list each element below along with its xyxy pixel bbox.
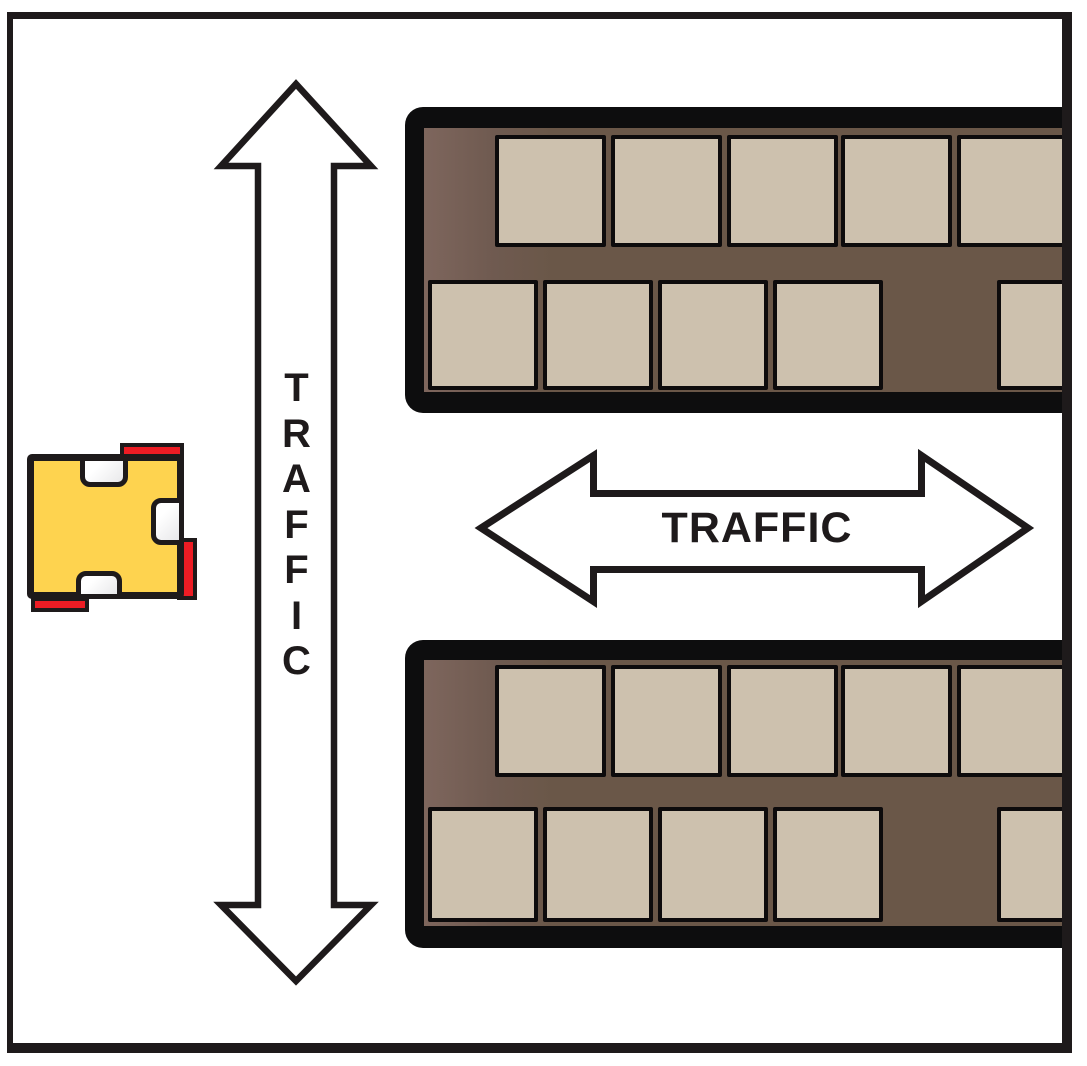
vertical-traffic-arrow bbox=[213, 79, 379, 986]
pallet-box bbox=[495, 665, 606, 777]
vertical-traffic-letter: T bbox=[284, 366, 309, 410]
pallet-box bbox=[997, 807, 1062, 922]
top-rack-floor bbox=[424, 128, 1062, 392]
vertical-traffic-letter: I bbox=[290, 593, 303, 638]
pallet-box bbox=[997, 280, 1062, 390]
forklift-top-view bbox=[23, 443, 203, 613]
horizontal-traffic-label: TRAFFIC bbox=[661, 504, 853, 552]
pallet-box bbox=[428, 280, 538, 390]
bottom-rack-floor bbox=[424, 660, 1062, 926]
pallet-box bbox=[658, 807, 768, 922]
vehicle-wheel-top bbox=[80, 456, 128, 487]
pallet-box bbox=[773, 280, 883, 390]
pallet-box bbox=[957, 135, 1062, 247]
pallet-box bbox=[957, 665, 1062, 777]
pallet-box bbox=[841, 665, 952, 777]
pallet-box bbox=[727, 135, 838, 247]
pallet-box bbox=[543, 280, 653, 390]
vertical-traffic-letter: A bbox=[282, 457, 311, 501]
pallet-box bbox=[727, 665, 838, 777]
vertical-traffic-letter: F bbox=[284, 502, 309, 547]
bottom-rack bbox=[405, 640, 1072, 948]
vehicle-red-bumper-bottom bbox=[31, 597, 89, 612]
horizontal-traffic-arrow bbox=[474, 448, 1035, 609]
vehicle-wheel-bottom bbox=[76, 571, 122, 599]
vertical-traffic-letter: R bbox=[282, 411, 311, 456]
pallet-box bbox=[495, 135, 606, 247]
pallet-box bbox=[543, 807, 653, 922]
pallet-box bbox=[428, 807, 538, 922]
top-rack bbox=[405, 107, 1072, 413]
vertical-traffic-letter: F bbox=[284, 548, 309, 592]
vertical-traffic-letter: C bbox=[282, 639, 311, 683]
pallet-box bbox=[611, 135, 722, 247]
vehicle-wheel-right bbox=[151, 498, 184, 545]
pallet-box bbox=[658, 280, 768, 390]
pallet-box bbox=[611, 665, 722, 777]
pallet-box bbox=[841, 135, 952, 247]
pallet-box bbox=[773, 807, 883, 922]
